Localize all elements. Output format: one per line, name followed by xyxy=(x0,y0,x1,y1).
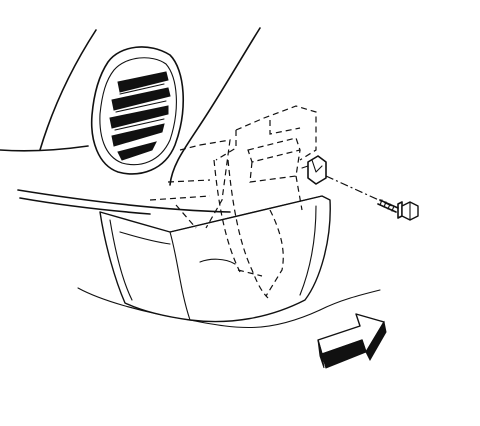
bumper-fascia xyxy=(99,195,331,323)
retaining-clip xyxy=(301,155,327,185)
vent-grille xyxy=(90,46,184,175)
hex-flange-bolt xyxy=(377,199,419,221)
forward-direction-arrow xyxy=(317,313,387,369)
mounting-bracket xyxy=(149,105,317,299)
